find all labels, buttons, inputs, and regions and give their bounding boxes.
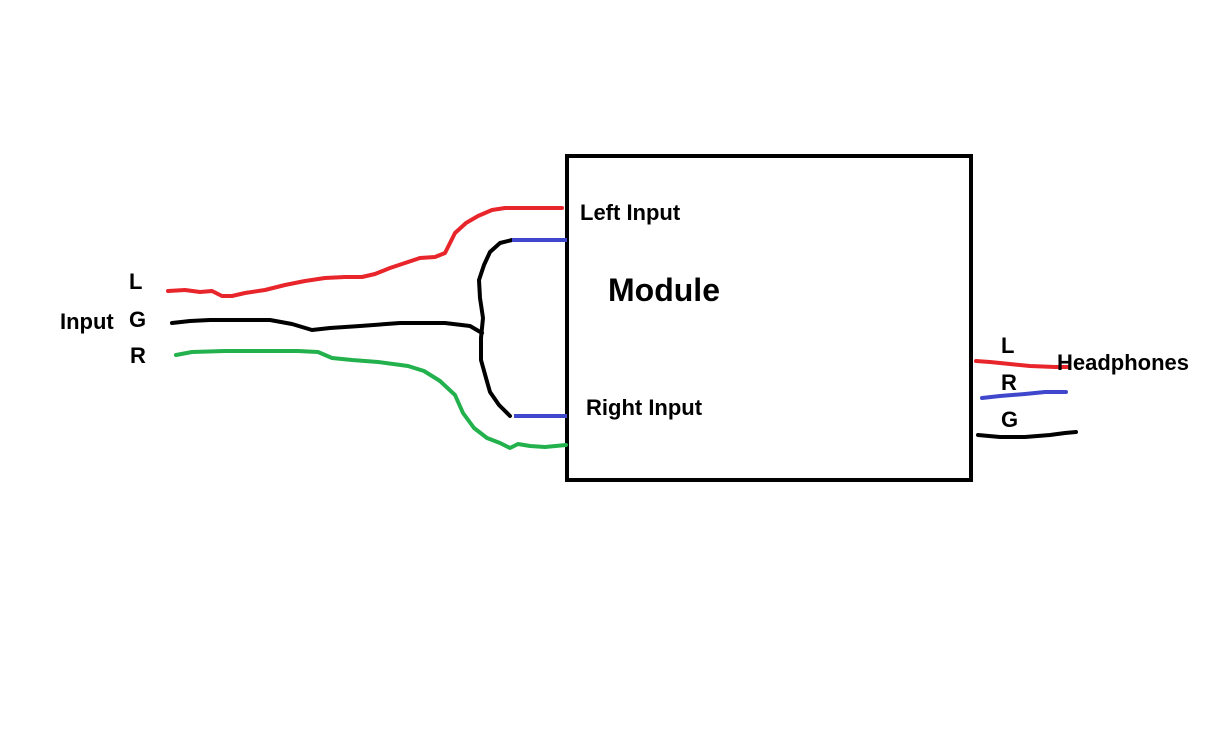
ground-split-wire [477, 238, 514, 418]
right-input-label: Right Input [586, 395, 703, 420]
input-left-label: L [129, 269, 143, 294]
input-ground-wire [170, 318, 484, 335]
input-ground-label: G [129, 307, 147, 332]
input-right-label: R [130, 343, 146, 368]
output-left-label: L [1001, 333, 1015, 358]
module-title: Module [608, 272, 720, 308]
input-right-wire [174, 349, 568, 450]
input-group-label: Input [60, 309, 114, 334]
output-ground-label: G [1001, 407, 1019, 432]
module-box [565, 154, 973, 482]
output-ground-wire [976, 430, 1078, 439]
headphones-label: Headphones [1057, 350, 1190, 375]
output-right-label: R [1001, 370, 1017, 395]
input-left-wire [166, 206, 564, 298]
output-left-wire [974, 359, 1070, 369]
left-input-label: Left Input [580, 200, 681, 225]
output-right-wire [980, 390, 1068, 400]
